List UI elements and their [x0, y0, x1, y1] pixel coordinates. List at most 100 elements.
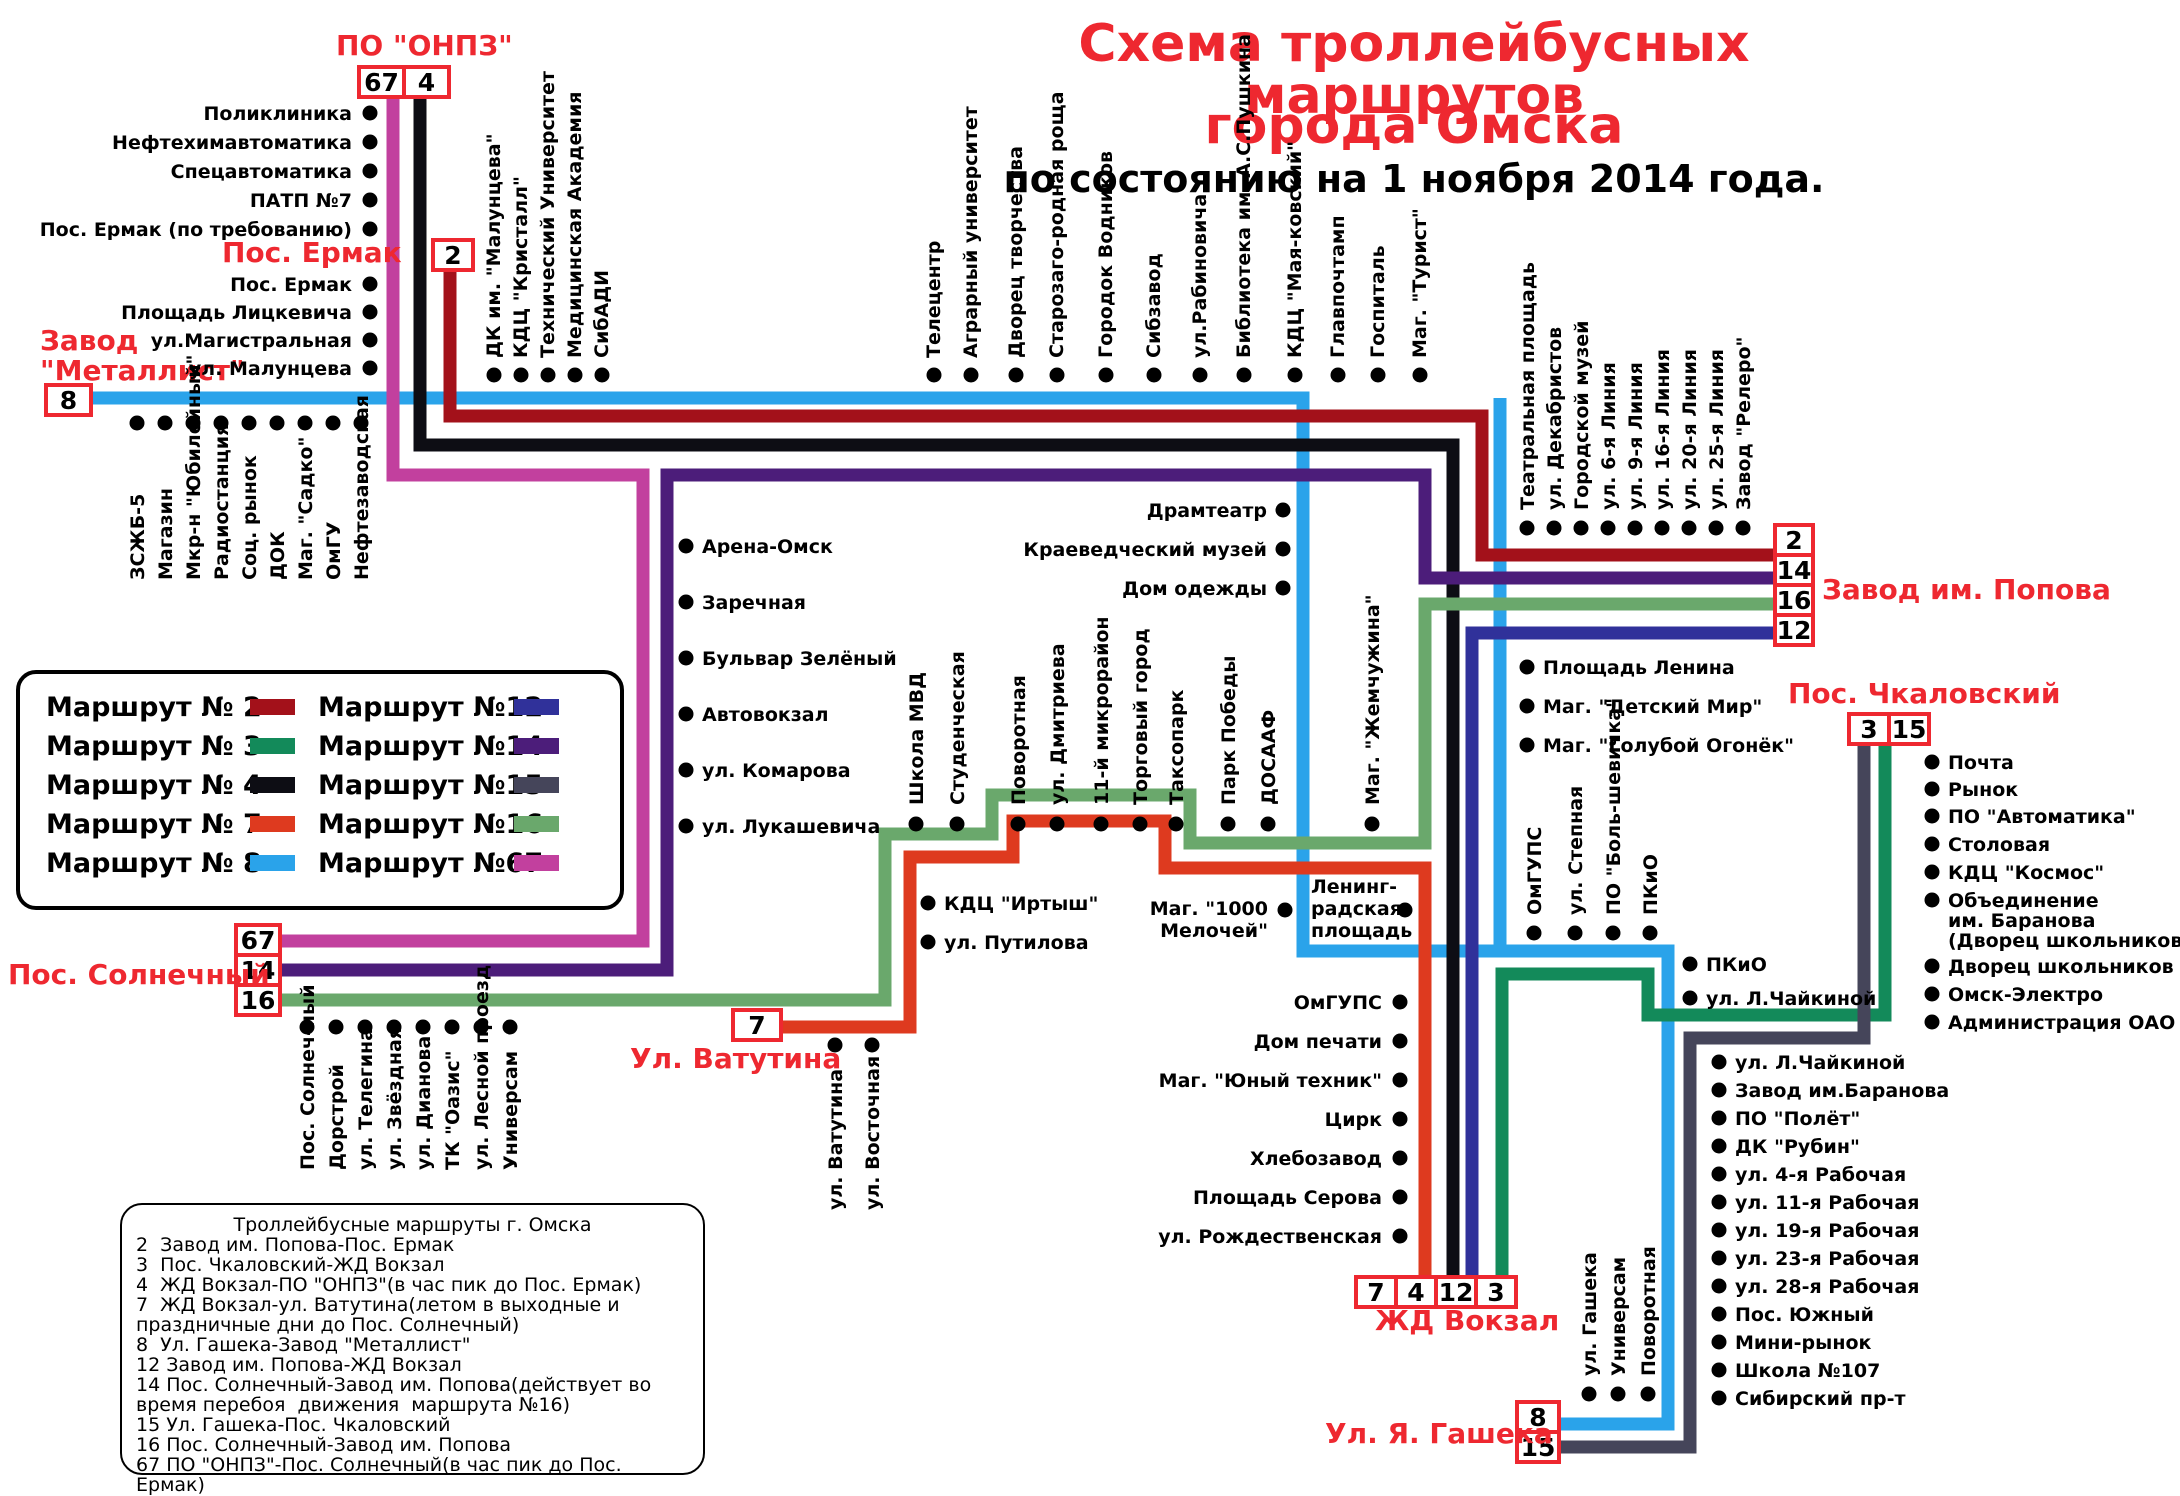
stop-label: КДЦ "Мая-ковский"	[1284, 141, 1306, 358]
ermak-badge-label: 2	[444, 241, 461, 270]
stop-dot	[920, 895, 936, 911]
route-2-line	[443, 265, 1775, 562]
stop-label: Технический Университет	[537, 71, 559, 358]
stop-dot	[1412, 367, 1428, 383]
terminal-ermak: Пос. Ермак	[222, 236, 402, 269]
map-subtitle: по состоянию на 1 ноября 2014 года.	[1003, 157, 1825, 201]
stop-dot	[362, 192, 378, 208]
legend-swatch	[514, 855, 559, 871]
stop-dot	[1519, 659, 1535, 675]
stop-label: ПКиО	[1640, 854, 1662, 915]
stop-dot	[362, 304, 378, 320]
stop-label: ул. Путилова	[944, 932, 1089, 954]
stop-dot	[1392, 1111, 1408, 1127]
onpz-badge-label: 67	[364, 68, 399, 97]
stop-dot	[678, 538, 694, 554]
stop-dot	[678, 818, 694, 834]
legend-swatch	[250, 855, 295, 871]
stop-label: Дом печати	[1254, 1031, 1382, 1053]
stop-label: ул. 6-я Линия	[1598, 362, 1620, 510]
stop-label: Арена-Омск	[702, 536, 833, 558]
stop-dot	[1008, 367, 1024, 383]
stop-label: Торговый город	[1130, 628, 1152, 805]
popova-badge-label: 16	[1777, 586, 1812, 615]
route-16-line	[238, 597, 1775, 1007]
stop-label: ТК "Оазис"	[442, 1051, 464, 1171]
stop-dot	[1392, 1033, 1408, 1049]
stop-label: Городок Водников	[1095, 151, 1117, 358]
stop-dot	[473, 1019, 489, 1035]
routes-list-item: 16 Пос. Солнечный-Завод им. Попова	[136, 1434, 512, 1456]
stop-dot	[678, 762, 694, 778]
stop-dot	[1610, 1386, 1626, 1402]
stop-dot	[299, 1019, 315, 1035]
stop-dot	[1708, 520, 1724, 536]
stop-dot	[678, 706, 694, 722]
stop-dot	[1711, 1390, 1727, 1406]
stop-label: Дом одежды	[1122, 578, 1267, 600]
stop-label: Универсам	[500, 1051, 522, 1170]
stop-label: Пос. Южный	[1735, 1304, 1874, 1326]
stop-dot	[949, 816, 965, 832]
stop-label: Соц. рынок	[239, 455, 261, 580]
stop-label: Магазин	[155, 488, 177, 580]
stop-label: Площадь Лицкевича	[121, 302, 352, 324]
stop-label: Площадь Ленина	[1543, 657, 1735, 679]
stop-dot	[362, 105, 378, 121]
legend-swatch	[250, 738, 295, 754]
stop-dot	[1519, 520, 1535, 536]
stop-dot	[1392, 1150, 1408, 1166]
stop-label: Аграрный университет	[960, 106, 982, 358]
stop-dot	[185, 415, 201, 431]
stop-dot	[1277, 902, 1293, 918]
stop-label: Маг. "Детский Мир"	[1543, 696, 1762, 718]
stop-label: ул. Гашека	[1579, 1252, 1601, 1376]
stop-label: Медицинская Академия	[564, 92, 586, 358]
stop-dot	[1924, 1014, 1940, 1030]
stop-label: Пос. Ермак	[230, 274, 352, 296]
stop-label: ул. Ватутина	[825, 1069, 847, 1210]
stop-label: Дворец школьников	[1948, 956, 2174, 978]
stop-dot	[444, 1019, 460, 1035]
stop-label: ул. Комарова	[702, 760, 851, 782]
stop-dot	[1711, 1082, 1727, 1098]
stop-label: Старозаго-родная роща	[1046, 92, 1068, 358]
stop-dot	[1275, 541, 1291, 557]
terminal-metallist: Завод"Металлист"	[40, 324, 245, 387]
stop-dot	[362, 134, 378, 150]
stop-label: СибАДИ	[591, 270, 613, 358]
stop-label: Поликлиника	[204, 103, 352, 125]
map-title-line2: города Омска	[1204, 96, 1624, 156]
stop-dot	[1192, 367, 1208, 383]
stop-label: ул. Рождественская	[1158, 1226, 1382, 1248]
stop-label: КДЦ "Иртыш"	[944, 893, 1098, 915]
stop-dot	[594, 367, 610, 383]
gasheka-badge-label: 15	[1521, 1433, 1556, 1462]
popova-badge-label: 12	[1777, 616, 1812, 645]
vokzal-badge-label: 7	[1367, 1278, 1384, 1307]
stop-label: Мини-рынок	[1735, 1332, 1872, 1354]
stop-label: Омск-Электро	[1948, 984, 2103, 1006]
stop-label: Автовокзал	[702, 704, 829, 726]
stop-dot	[1711, 1138, 1727, 1154]
vokzal-badge-label: 12	[1439, 1278, 1474, 1307]
stop-label: ул. Восточная	[862, 1056, 884, 1210]
stop-dot	[362, 360, 378, 376]
stop-label: Бульвар Зелёный	[702, 648, 897, 670]
stop-dot	[1392, 1189, 1408, 1205]
stop-label: Городской музей	[1571, 321, 1593, 510]
stop-label: ул. 25-я Линия	[1706, 349, 1728, 510]
stop-label: Площадь Серова	[1193, 1187, 1382, 1209]
stop-dot	[1711, 1222, 1727, 1238]
legend-label: Маршрут № 4	[46, 770, 262, 801]
stop-label: Маг. "Голубой Огонёк"	[1543, 735, 1794, 757]
onpz-badge	[402, 65, 451, 99]
stop-label: ОмГУПС	[1524, 827, 1546, 915]
stop-label: Театральная площадь	[1517, 262, 1539, 510]
popova-badge	[1773, 523, 1815, 557]
stop-dot	[502, 1019, 518, 1035]
stop-label: Дворец творчества	[1005, 146, 1027, 358]
stop-dot	[1627, 520, 1643, 536]
stop-label: Школа №107	[1735, 1360, 1880, 1382]
stop-dot	[908, 816, 924, 832]
